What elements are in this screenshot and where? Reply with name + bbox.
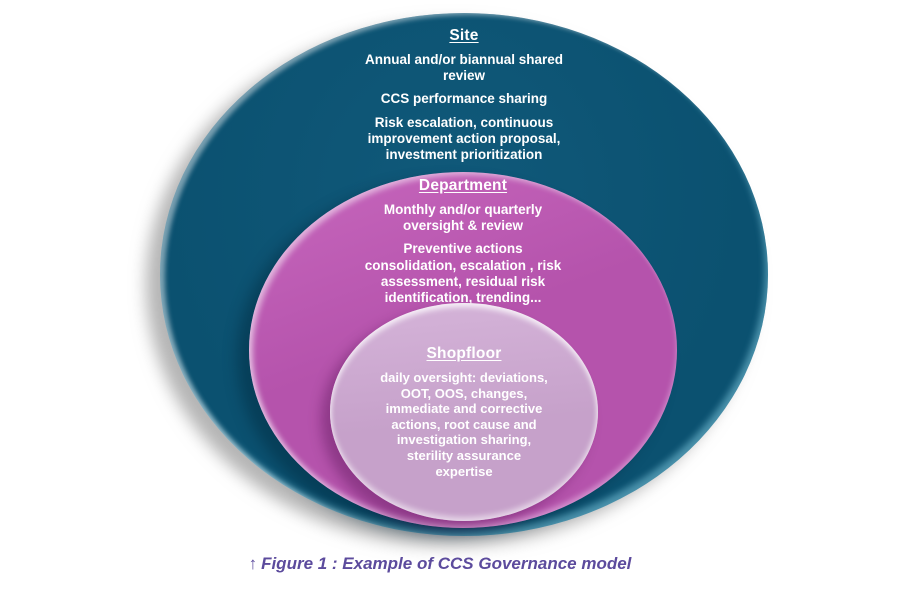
shopfloor-title: Shopfloor bbox=[426, 345, 502, 362]
shopfloor-paragraph-oversight: daily oversight: deviations, OOT, OOS, c… bbox=[380, 370, 548, 479]
site-content: Site Annual and/or biannual shared revie… bbox=[299, 27, 629, 163]
shopfloor-ellipse: Shopfloor daily oversight: deviations, O… bbox=[330, 303, 598, 521]
site-paragraph-risk: Risk escalation, continuous improvement … bbox=[367, 114, 561, 162]
site-paragraph-performance: CCS performance sharing bbox=[380, 91, 548, 107]
department-content: Department Monthly and/or quarterly over… bbox=[293, 177, 633, 306]
department-paragraph-actions: Preventive actions consolidation, escala… bbox=[364, 241, 562, 305]
figure-caption-text: Figure 1 : Example of CCS Governance mod… bbox=[261, 554, 632, 573]
up-arrow-icon: ↑ bbox=[248, 554, 258, 573]
department-paragraph-oversight: Monthly and/or quarterly oversight & rev… bbox=[383, 202, 543, 234]
site-title: Site bbox=[449, 27, 479, 44]
department-title: Department bbox=[418, 177, 508, 194]
shopfloor-content: Shopfloor daily oversight: deviations, O… bbox=[346, 345, 582, 479]
figure-caption: ↑Figure 1 : Example of CCS Governance mo… bbox=[0, 554, 880, 574]
site-paragraph-review: Annual and/or biannual shared review bbox=[364, 52, 564, 84]
